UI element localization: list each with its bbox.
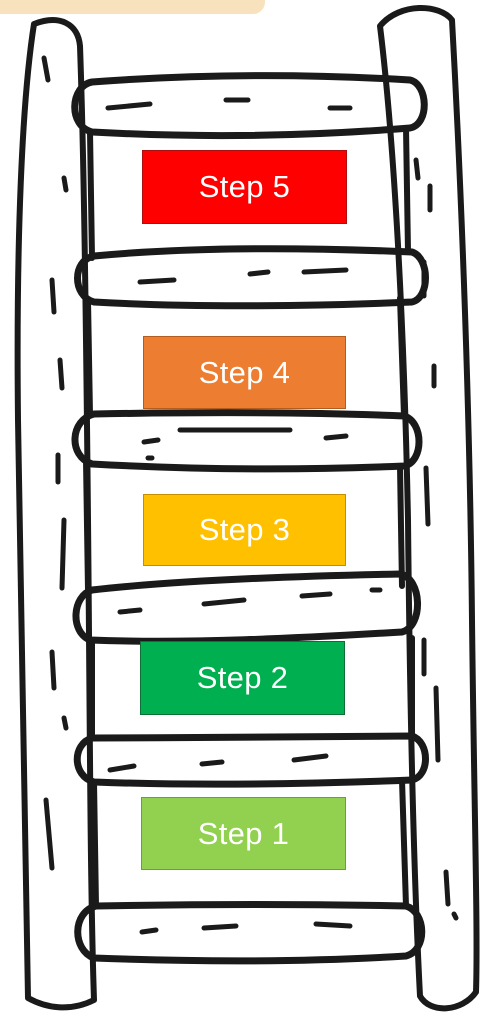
step-3-box: Step 3 [143,494,346,566]
rung-1 [75,76,425,136]
rung-4 [76,574,418,641]
step-5-box: Step 5 [142,150,347,224]
step-1-box: Step 1 [141,797,346,870]
rung-6 [78,905,456,961]
rung-3 [75,413,419,469]
right-rail [380,8,477,1008]
step-4-box: Step 4 [143,336,346,409]
rung-2 [78,249,426,306]
step-2-box: Step 2 [140,641,345,715]
rung-5 [77,736,425,784]
left-rail [18,20,94,1007]
